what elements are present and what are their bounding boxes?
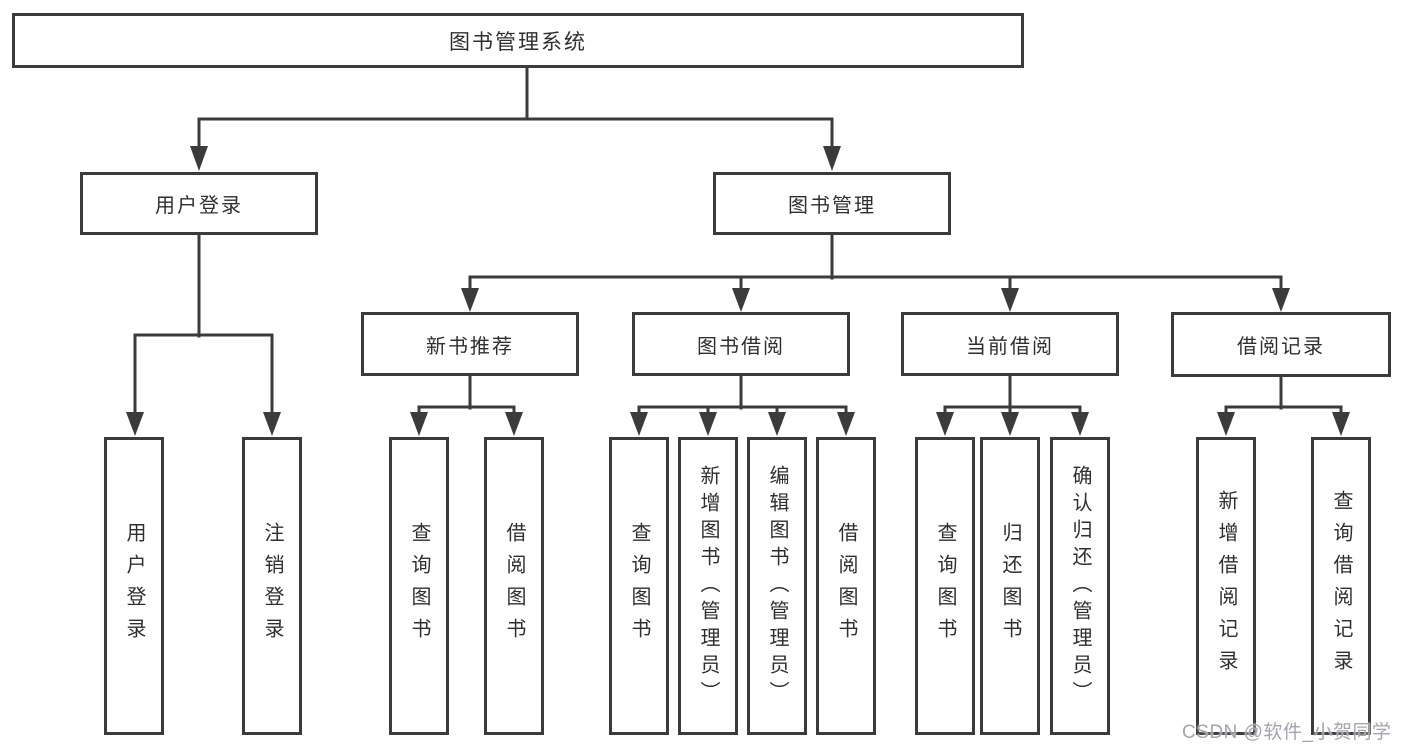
node-leaf-query-book-rec: 查询图书 [389,437,449,735]
node-borrow-records: 借阅记录 [1171,312,1391,377]
connector-new-book-rec-to-leaves [410,374,523,436]
node-book-borrow: 图书借阅 [632,312,850,376]
connector-book-borrow-to-leaves [630,374,855,436]
node-leaf-borrow-book-borrow: 借阅图书 [816,437,876,735]
connector-root-to-level2 [190,65,841,171]
node-leaf-borrow-book-rec: 借阅图书 [484,437,544,735]
node-leaf-return-book: 归还图书 [980,437,1040,735]
node-leaf-query-book-borrow: 查询图书 [609,437,669,735]
node-leaf-logout: 注销登录 [242,437,302,735]
node-new-book-rec: 新书推荐 [361,312,579,376]
connector-user-login-to-leaves [126,233,281,436]
node-leaf-confirm-return-admin: 确认归还（管理员） [1050,437,1110,735]
node-user-login: 用户登录 [80,172,318,235]
node-current-borrow: 当前借阅 [901,312,1119,376]
node-leaf-user-login: 用户登录 [104,437,164,735]
connector-borrow-records-to-leaves [1217,375,1350,436]
node-root: 图书管理系统 [12,13,1024,68]
node-leaf-edit-book-admin: 编辑图书（管理员） [747,437,807,735]
connector-current-borrow-to-leaves [936,374,1089,436]
node-leaf-query-borrow-record: 查询借阅记录 [1311,437,1371,735]
connector-book-mgmt-to-level3 [461,233,1290,312]
node-leaf-query-book-current: 查询图书 [915,437,975,735]
node-book-mgmt: 图书管理 [713,172,951,235]
node-leaf-add-borrow-record: 新增借阅记录 [1196,437,1256,735]
watermark: CSDN @软件_小贺同学 [1182,722,1392,743]
node-leaf-add-book-admin: 新增图书（管理员） [678,437,738,735]
